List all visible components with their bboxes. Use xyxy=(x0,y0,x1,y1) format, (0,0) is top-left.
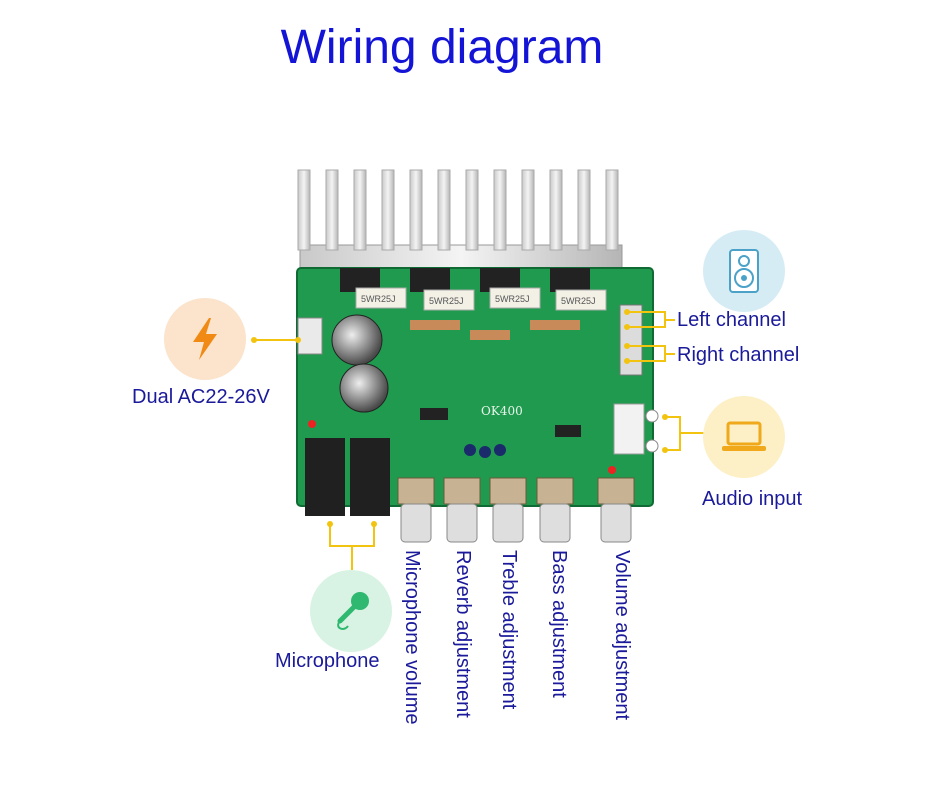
right-channel-label: Right channel xyxy=(677,344,800,366)
page-title: Wiring diagram xyxy=(280,21,604,74)
heatsink xyxy=(297,169,623,274)
microphone-volume-label: Microphone volume xyxy=(401,550,423,725)
connector-lines xyxy=(254,311,704,570)
microphone-icon xyxy=(310,570,392,652)
power-label: Dual AC22-26V xyxy=(132,386,270,408)
resistor-marking-3: 5WR25J xyxy=(495,294,530,304)
bass-adjustment-label: Bass adjustment xyxy=(548,550,570,698)
connector-dots xyxy=(251,309,668,527)
pcb-board xyxy=(296,267,659,543)
resistor-marking-2: 5WR25J xyxy=(429,296,464,306)
speaker-icon xyxy=(703,230,785,312)
board-model-label: OK400 xyxy=(481,404,523,418)
audio-input-label: Audio input xyxy=(702,488,803,510)
reverb-adjustment-label: Reverb adjustment xyxy=(452,550,474,718)
lightning-icon xyxy=(164,298,246,380)
volume-adjustment-label: Volume adjustment xyxy=(611,550,633,721)
resistor-marking-4: 5WR25J xyxy=(561,296,596,306)
microphone-label: Microphone xyxy=(275,650,380,672)
treble-adjustment-label: Treble adjustment xyxy=(498,550,520,710)
laptop-icon xyxy=(703,396,785,478)
left-channel-label: Left channel xyxy=(677,309,786,331)
resistor-marking-1: 5WR25J xyxy=(361,294,396,304)
